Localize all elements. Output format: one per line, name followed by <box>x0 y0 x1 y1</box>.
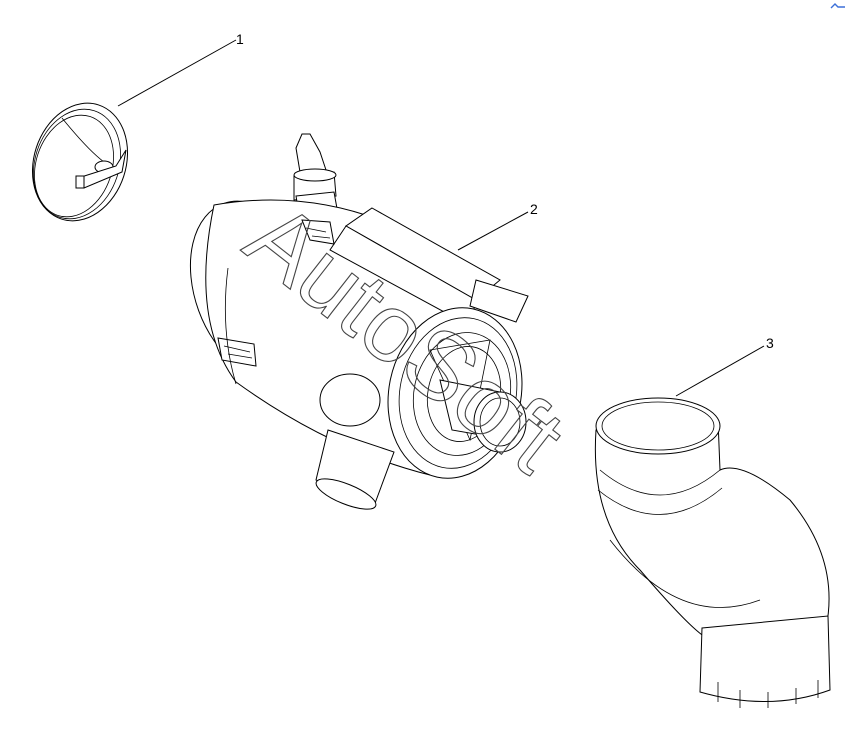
corner-mark-icon <box>830 3 845 9</box>
callout-1: 1 <box>117 31 244 107</box>
callout-label: 3 <box>766 335 774 351</box>
callout-2: 2 <box>457 201 538 251</box>
callout-label: 1 <box>236 31 244 47</box>
callout-label: 2 <box>530 201 538 217</box>
part-2-filter-housing <box>189 133 529 510</box>
callout-3: 3 <box>675 335 774 397</box>
part-1-cap <box>31 102 129 222</box>
part-3-elbow <box>594 397 831 708</box>
